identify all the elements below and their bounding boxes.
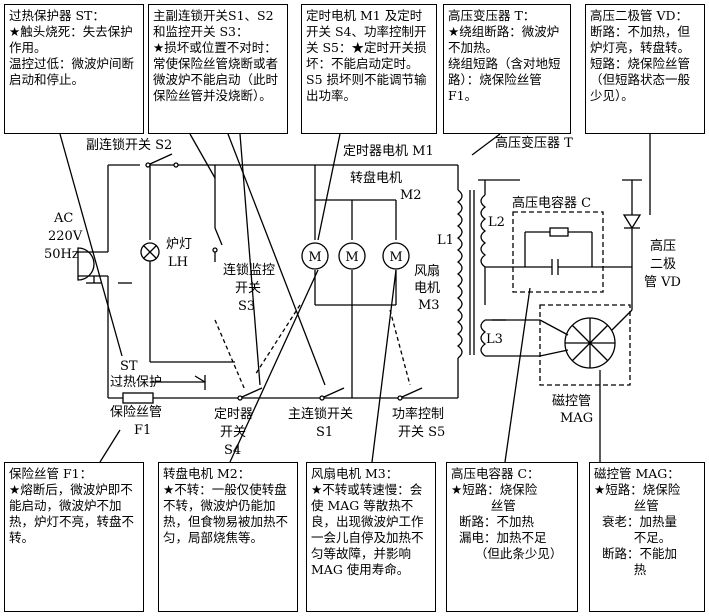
label-ac2: 220V xyxy=(48,229,83,244)
annotation-st: 过热保护器 ST： ★触头烧死：失去保护作用。 温控过低：微波炉间断启动和停止。 xyxy=(4,4,144,134)
label-vd3: 管 VD xyxy=(644,275,681,290)
annotation-c: 高压电容器 C： ★短路：烧保险 丝管 断路：不加热 漏电：加热不足 （但此条少… xyxy=(446,462,578,612)
label-st2: 过热保护 xyxy=(110,375,162,390)
motor-m2 xyxy=(338,242,366,270)
label-mag1: 磁控管 xyxy=(552,394,591,409)
annotation-m1: 定时电机 M1 及定时开关 S4、功率控制开关 S5：★定时开关损坏：不能启动定… xyxy=(301,4,437,134)
annotation-t: 高压变压器 T： ★绕组断路：微波炉不加热。 绕组短路（含对地短路）：烧保险丝管… xyxy=(443,4,571,134)
label-fan2: 电机 xyxy=(414,281,440,296)
annotation-vd: 高压二极管 VD： 断路：不加热，但炉灯亮，转盘转。 短路：烧保险丝管（但短路状… xyxy=(585,4,705,134)
annotation-f1: 保险丝管 F1： ★熔断后，微波炉即不能启动，微波炉不加热，炉灯不亮，转盘不转。 xyxy=(4,462,144,612)
label-f1a: 保险丝管 xyxy=(110,405,162,420)
label-st1: ST xyxy=(120,359,138,374)
label-fan3: M3 xyxy=(418,298,440,313)
label-c: 高压电容器 C xyxy=(512,195,591,211)
label-vd1: 高压 xyxy=(650,238,676,254)
label-fan1: 风扇 xyxy=(414,263,440,279)
label-l1: L1 xyxy=(437,233,454,248)
label-f1b: F1 xyxy=(134,423,151,438)
label-s4c: S4 xyxy=(224,443,241,458)
motor-m2-label: M xyxy=(345,250,358,265)
label-m2b: M2 xyxy=(400,188,422,203)
motor-m1-label: M xyxy=(308,250,321,265)
label-s3c: S3 xyxy=(238,299,255,314)
label-s5b: 开关 S5 xyxy=(398,425,445,440)
annotation-m3: 风扇电机 M3： ★不转或转速慢：会使 MAG 等散热不良，出现微波炉工作一会儿… xyxy=(306,462,436,612)
label-l3: L3 xyxy=(486,332,503,347)
motor-m3-label: M xyxy=(389,250,402,265)
label-s2: 副连锁开关 S2 xyxy=(86,137,172,153)
label-s3b: 开关 xyxy=(235,281,261,296)
label-s5a: 功率控制 xyxy=(392,406,444,422)
label-s1b: S1 xyxy=(316,425,333,440)
motor-m1 xyxy=(301,242,329,270)
label-m2a: 转盘电机 xyxy=(350,170,402,186)
label-vd2: 二极 xyxy=(650,257,676,272)
label-s1a: 主连锁开关 xyxy=(288,406,353,422)
annotation-m2: 转盘电机 M2： ★不转：一般仅使转盘不转，微波炉仍能加热，但食物易被加热不匀，… xyxy=(158,462,298,612)
label-l2: L2 xyxy=(488,215,505,230)
label-ac3: 50Hz xyxy=(44,247,79,262)
label-lh2: LH xyxy=(168,255,188,270)
label-s4a: 定时器 xyxy=(214,407,253,422)
annotation-mag: 磁控管 MAG： ★短路：烧保险 丝管 衰老：加热量 不足。 断路：不能加 热 xyxy=(589,462,705,612)
label-lh1: 炉灯 xyxy=(166,237,192,252)
motor-m3 xyxy=(382,242,410,270)
annotation-s-switches: 主副连锁开关S1、S2和监控开关 S3： ★损坏或位置不对时：常使保险丝管烧断或… xyxy=(148,4,288,134)
label-s4b: 开关 xyxy=(220,425,246,440)
label-t: 高压变压器 T xyxy=(495,135,573,151)
label-m1: 定时器电机 M1 xyxy=(343,144,434,159)
label-s3a: 连锁监控 xyxy=(223,262,275,278)
label-ac1: AC xyxy=(53,211,73,226)
label-mag2: MAG xyxy=(560,411,593,426)
